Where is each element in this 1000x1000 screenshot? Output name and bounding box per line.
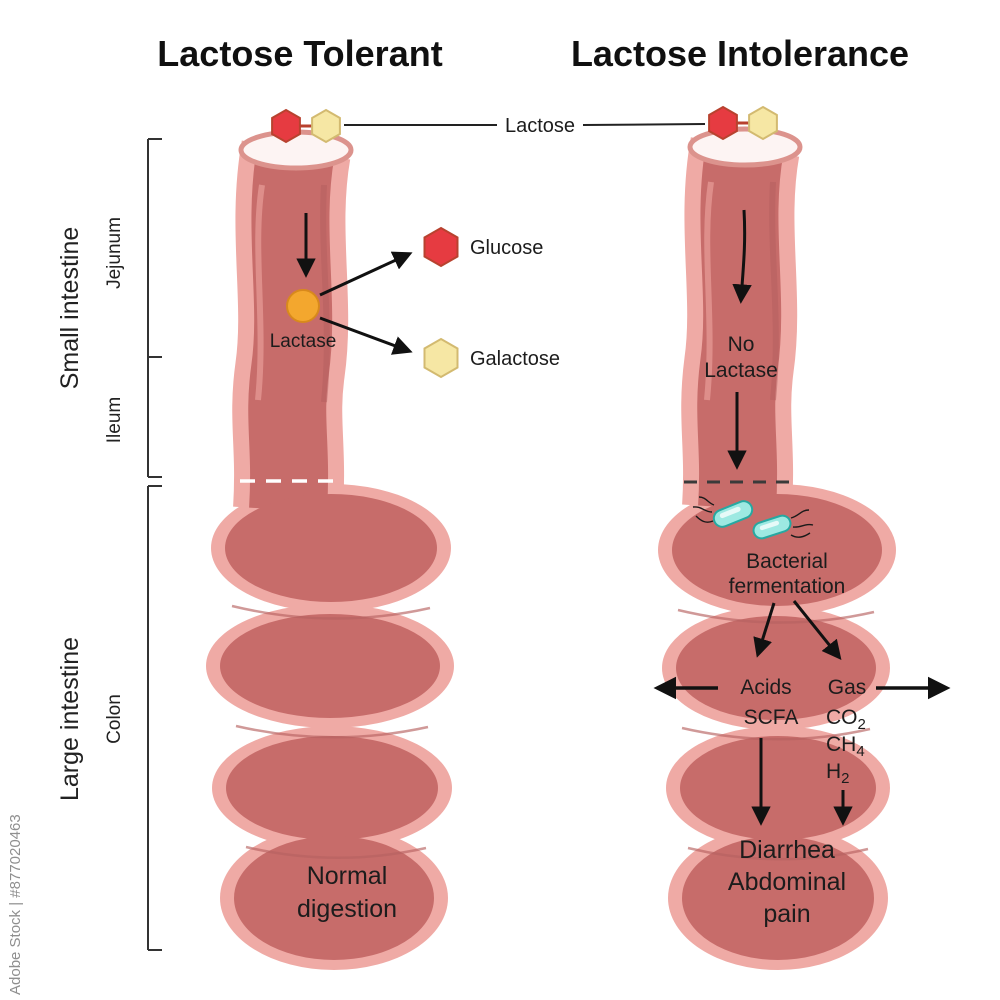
bacteria: [692, 496, 814, 540]
galactose-hexagon: [423, 337, 459, 379]
right-colon-lumen: [680, 736, 876, 840]
left-intestine: [206, 129, 454, 970]
arrow-to-galactose: [319, 316, 413, 355]
bacterium-capsule: [752, 514, 792, 540]
no-lactase-line2: Lactase: [704, 359, 778, 382]
flagella: [698, 496, 715, 506]
glucose-hexagon: [423, 226, 459, 268]
left-colon-fold: [231, 604, 431, 620]
arrow-to-glucose: [319, 251, 413, 297]
glucose-label: Glucose: [470, 237, 543, 259]
left-tube-highlight: [255, 184, 265, 401]
bacterium-highlight: [759, 520, 780, 531]
abdominal-label: Abdominal: [728, 868, 846, 896]
pain-label: pain: [763, 900, 810, 928]
right-colon-fold: [687, 846, 869, 861]
right-colon-fold: [677, 608, 875, 624]
small-intestine-label: Small intestine: [56, 227, 84, 390]
right-colon-lumen: [676, 616, 876, 720]
right-arrow-down-1: [732, 209, 752, 304]
bacterium-highlight: [719, 506, 741, 519]
normal-digestion-line1: Normal: [307, 862, 388, 890]
left-colon-lumen: [226, 736, 438, 840]
gas-label: Gas: [828, 676, 867, 699]
flagella: [792, 523, 814, 528]
colon-label: Colon: [104, 694, 125, 744]
lactase-enzyme: [286, 289, 320, 323]
flagella: [695, 515, 714, 523]
normal-digestion-line2: digestion: [297, 895, 397, 923]
lactose-glucose-hexagon: [708, 105, 738, 141]
ch4-label: CH4: [826, 733, 865, 760]
lactose-label: Lactose: [505, 115, 575, 137]
flagella: [790, 532, 811, 538]
acids-label: Acids: [740, 676, 791, 699]
scfa-label: SCFA: [744, 706, 799, 729]
jejunum-label: Jejunum: [104, 217, 125, 289]
left-tube-shadow: [320, 184, 330, 403]
right-colon-lumen: [682, 836, 874, 960]
lactose-row: Lactose: [271, 105, 778, 144]
arrow-to-acids: [753, 602, 776, 658]
lactose-pointer-line-right: [582, 123, 706, 126]
title-right: Lactose Intolerance: [571, 33, 909, 74]
left-colon-lumen: [225, 494, 437, 602]
arrow-to-gas: [792, 600, 842, 661]
left-colon-fold: [235, 724, 429, 739]
flagella: [692, 506, 713, 513]
lactose-molecule-right: [708, 105, 778, 141]
no-lactase-line1: No: [728, 333, 755, 356]
lactose-galactose-hexagon: [311, 108, 341, 144]
lactose-galactose-hexagon: [748, 105, 778, 141]
fermentation-line1: Bacterial: [746, 550, 828, 573]
right-annotations: No Lactase Bacterial fermentation Acids: [653, 209, 951, 928]
left-colon-lumen: [234, 836, 434, 960]
h2-label: H2: [826, 760, 850, 787]
diarrhea-label: Diarrhea: [739, 836, 835, 864]
right-tube-shadow: [769, 181, 779, 401]
left-annotations: Lactase Glucose Galactose Normal digesti…: [240, 213, 560, 923]
watermark: Adobe Stock | #877020463: [7, 814, 24, 995]
flagella: [790, 509, 810, 519]
lactose-glucose-hexagon: [271, 108, 301, 144]
right-tube-opening: [687, 126, 803, 168]
right-tube-highlight: [704, 181, 714, 401]
left-small-intestine-lumen: [248, 143, 335, 513]
left-colon-fold: [245, 845, 427, 859]
left-colon-lumen: [220, 614, 440, 718]
right-colon-fold: [681, 726, 871, 741]
lactose-molecule-left: [271, 108, 341, 144]
lactase-label: Lactase: [270, 331, 337, 352]
anatomy-brackets: Small intestine Jejunum Ileum Large inte…: [56, 138, 162, 951]
galactose-label: Galactose: [470, 348, 560, 370]
title-left: Lactose Tolerant: [157, 33, 442, 74]
large-intestine-label: Large intestine: [56, 637, 84, 801]
co2-label: CO2: [826, 706, 866, 733]
fermentation-line2: fermentation: [729, 575, 846, 598]
ileum-label: Ileum: [104, 397, 125, 443]
